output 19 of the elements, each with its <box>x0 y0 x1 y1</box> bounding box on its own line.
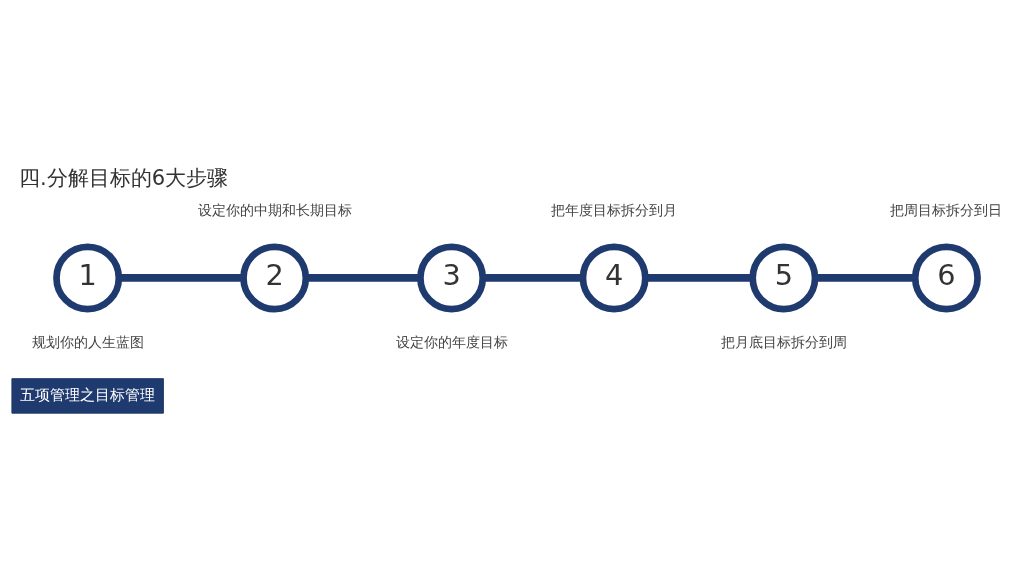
connector <box>306 273 421 282</box>
connector <box>645 273 753 282</box>
node-circle: 1 <box>53 242 123 312</box>
label: 五项管理之目标管理 <box>20 385 156 404</box>
node-label: 把周目标拆分到日 <box>890 201 1003 218</box>
node-circle: 5 <box>749 242 819 312</box>
connector <box>119 273 244 282</box>
node-label: 规划你的人生蓝图 <box>31 333 144 350</box>
connector <box>482 273 583 282</box>
node-label: 设定你的年度目标 <box>395 333 508 350</box>
node-label: 把月底目标拆分到周 <box>720 333 847 350</box>
node-circle: 4 <box>579 242 649 312</box>
node-circle: 6 <box>911 242 981 312</box>
node-label: 把年度目标拆分到月 <box>551 201 678 218</box>
node-label: 设定你的中期和长期目标 <box>197 201 352 218</box>
connector <box>815 273 916 282</box>
node-circle: 3 <box>417 242 487 312</box>
diagram-title: 四.分解目标的6大步骤 <box>19 164 229 190</box>
node-circle: 2 <box>240 242 310 312</box>
